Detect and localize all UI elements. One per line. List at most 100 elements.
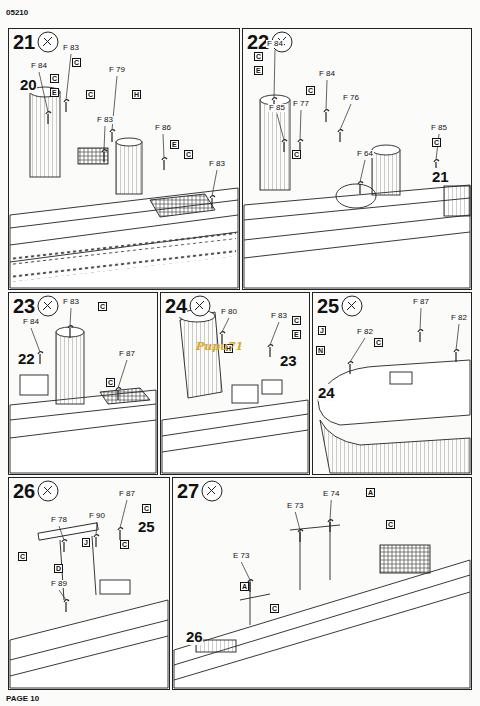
part-number: F 83 <box>270 312 288 320</box>
part-number: F 83 <box>208 160 226 168</box>
vent-part <box>328 520 333 532</box>
watermark: Pupu71 <box>196 340 243 353</box>
vent-part <box>454 350 459 362</box>
leader-line <box>70 308 71 326</box>
leader-line <box>326 80 327 110</box>
vent-part <box>268 345 273 357</box>
part-number: F 83 <box>62 44 80 52</box>
leader-line <box>96 522 97 535</box>
callout-number: 26 <box>186 628 203 645</box>
step-number: 24 <box>165 295 187 317</box>
leader-line <box>212 170 217 196</box>
paint-code: C <box>254 52 263 61</box>
paint-code: C <box>432 138 441 147</box>
step-number: 25 <box>317 295 339 317</box>
vent-part <box>64 100 69 112</box>
paint-code: C <box>306 86 315 95</box>
step-panel: 22 <box>242 28 472 290</box>
part-number: F 83 <box>62 298 80 306</box>
paint-code: D <box>54 564 63 573</box>
vent-part <box>38 352 43 364</box>
paint-code: J <box>82 538 90 547</box>
leader-line <box>300 110 301 140</box>
part-number: F 82 <box>356 328 374 336</box>
step-number: 27 <box>177 480 199 502</box>
paint-code: E <box>292 330 301 339</box>
leader-line <box>295 512 300 530</box>
part-number: F 84 <box>318 70 336 78</box>
vent-part <box>118 528 123 540</box>
callout-number: 25 <box>138 518 155 535</box>
part-number: F 87 <box>118 350 136 358</box>
vent-part <box>94 535 99 547</box>
leader-line <box>420 308 421 330</box>
part-number: F 87 <box>118 490 136 498</box>
paint-code: C <box>106 378 115 387</box>
paint-code: C <box>86 90 95 99</box>
vent-part <box>338 130 343 142</box>
leader-line <box>340 104 351 130</box>
vent-part <box>210 196 215 208</box>
leader-line <box>118 360 127 388</box>
part-number: F 79 <box>108 66 126 74</box>
leader-line <box>104 126 105 150</box>
leader-line <box>39 72 48 112</box>
part-number: F 64 <box>356 150 374 158</box>
step-number: 23 <box>13 295 35 317</box>
part-number: F 82 <box>450 314 468 322</box>
vent-part <box>358 182 363 194</box>
paint-code: C <box>72 58 81 67</box>
callout-number: 21 <box>432 168 449 185</box>
part-number: F 89 <box>50 580 68 588</box>
vent-part <box>162 158 167 170</box>
callout-number: 20 <box>20 76 37 93</box>
step-number: 26 <box>13 480 35 502</box>
callout-number: 24 <box>318 384 335 401</box>
part-number: F 80 <box>220 308 238 316</box>
paint-code: C <box>270 604 279 613</box>
leader-line <box>350 338 365 362</box>
step-number: 21 <box>13 31 35 53</box>
leader-line <box>360 160 365 182</box>
paint-code: E <box>170 140 179 149</box>
paint-code: C <box>120 540 129 549</box>
callout-number: 22 <box>18 350 35 367</box>
vent-part <box>348 362 353 374</box>
paint-code: C <box>292 316 301 325</box>
paint-code: A <box>366 488 375 497</box>
vent-part <box>418 330 423 342</box>
paint-code: C <box>374 338 383 347</box>
vent-part <box>64 600 69 612</box>
leader-line <box>270 322 279 345</box>
paint-code: C <box>142 504 151 513</box>
vent-part <box>68 326 73 338</box>
leader-line <box>120 500 127 528</box>
vent-part <box>298 530 303 542</box>
leader-line <box>59 526 64 540</box>
paint-code: A <box>240 582 249 591</box>
part-number: E 73 <box>232 552 250 560</box>
leader-line <box>330 500 331 520</box>
part-number: F 90 <box>88 512 106 520</box>
part-number: F 87 <box>412 298 430 306</box>
leader-line <box>277 114 284 140</box>
paint-code: N <box>316 346 325 355</box>
leader-line <box>31 328 40 352</box>
step-panel: 25 <box>312 292 472 475</box>
vent-part <box>62 540 67 552</box>
part-number: F 85 <box>268 104 286 112</box>
part-number: F 83 <box>96 116 114 124</box>
leader-line <box>274 50 275 98</box>
paint-code: C <box>184 150 193 159</box>
part-number: E 74 <box>322 490 340 498</box>
paint-code: C <box>18 552 27 561</box>
vent-part <box>324 110 329 122</box>
vent-part <box>110 130 115 142</box>
leader-line <box>163 134 165 158</box>
part-number: F 85 <box>430 124 448 132</box>
paint-code: J <box>318 326 326 335</box>
part-number: F 84 <box>22 318 40 326</box>
